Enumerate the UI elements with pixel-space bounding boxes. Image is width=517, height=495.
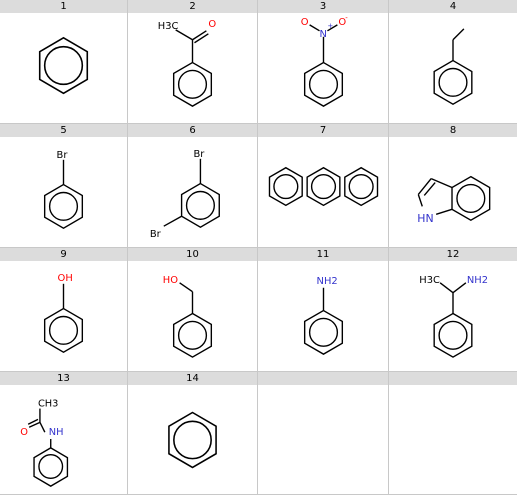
atom-label: O	[338, 17, 346, 28]
molecule-structure: OH	[43, 273, 84, 353]
cell-number: 2	[128, 0, 257, 13]
atom-label: O	[20, 427, 28, 438]
molecule-structure: Br Br	[150, 149, 220, 240]
atom-label: HN	[417, 212, 433, 225]
molecule-structure: NH2	[303, 276, 344, 355]
molecule-structure	[433, 28, 473, 105]
molecule-structure: CH3 O NH	[20, 399, 69, 487]
cell-number: 1	[0, 0, 127, 13]
molecule-cell-empty	[389, 372, 517, 495]
atom-label: +	[327, 22, 333, 30]
molecule-cell[interactable]: 6 Br Br	[128, 124, 258, 248]
molecule-cell[interactable]: 9 OH	[0, 248, 128, 372]
cell-number: 12	[389, 248, 517, 261]
molecule-structure: H3C O	[158, 19, 216, 107]
molecule-cell[interactable]: 2 H3C O	[128, 0, 258, 124]
atom-label: H3C	[158, 21, 179, 32]
cell-number: 9	[0, 248, 127, 261]
molecule-cell[interactable]: 4	[389, 0, 517, 124]
molecule-cell[interactable]: 14	[128, 372, 258, 495]
molecule-structure	[38, 36, 89, 95]
cell-number: 14	[128, 372, 257, 385]
molecule-structure: H3C NH2	[419, 275, 488, 358]
atom-label: HO	[163, 275, 178, 286]
atom-label: Br	[57, 150, 69, 161]
atom-label: Br	[193, 149, 205, 160]
molecule-cell[interactable]: 11 NH2	[258, 248, 389, 372]
cell-number: 8	[389, 124, 517, 137]
cell-number: 4	[389, 0, 517, 13]
cell-number: 13	[0, 372, 127, 385]
cell-number: 6	[128, 124, 257, 137]
cell-number: 10	[128, 248, 257, 261]
molecule-structure	[268, 166, 379, 207]
molecule-cell[interactable]: 12 H3C NH2	[389, 248, 517, 372]
atom-label: N	[320, 29, 327, 40]
molecule-cell[interactable]: 3 N + O - O	[258, 0, 389, 124]
molecule-cell[interactable]: 7	[258, 124, 389, 248]
molecule-cell[interactable]: 5 Br	[0, 124, 128, 248]
cell-number	[389, 372, 517, 385]
molecule-cell[interactable]: 8 HN	[389, 124, 517, 248]
cell-number: 3	[258, 0, 388, 13]
atom-label: -	[345, 14, 348, 22]
molecule-structure: N + O - O	[301, 14, 348, 107]
atom-label: NH2	[467, 275, 488, 286]
atom-label: NH2	[317, 276, 338, 287]
atom-label: OH	[58, 273, 73, 284]
molecule-structure: HN	[417, 175, 491, 225]
atom-label: O	[301, 17, 309, 28]
molecule-cell[interactable]: 13 CH3 O NH	[0, 372, 128, 495]
molecule-structure: Br	[43, 150, 84, 229]
cell-number: 11	[258, 248, 388, 261]
atom-label: H3C	[419, 275, 440, 286]
molecule-structure	[168, 411, 217, 469]
molecule-cell-empty	[258, 372, 389, 495]
atom-label: O	[208, 19, 216, 30]
cell-number: 5	[0, 124, 127, 137]
molecule-cell[interactable]: 10 HO	[128, 248, 258, 372]
cell-number	[258, 372, 388, 385]
cell-number: 7	[258, 124, 388, 137]
molecule-structure: HO	[163, 275, 213, 358]
molecule-cell[interactable]: 1	[0, 0, 128, 124]
atom-label: CH3	[38, 399, 58, 410]
atom-label: Br	[150, 229, 162, 240]
atom-label: NH	[49, 427, 64, 438]
